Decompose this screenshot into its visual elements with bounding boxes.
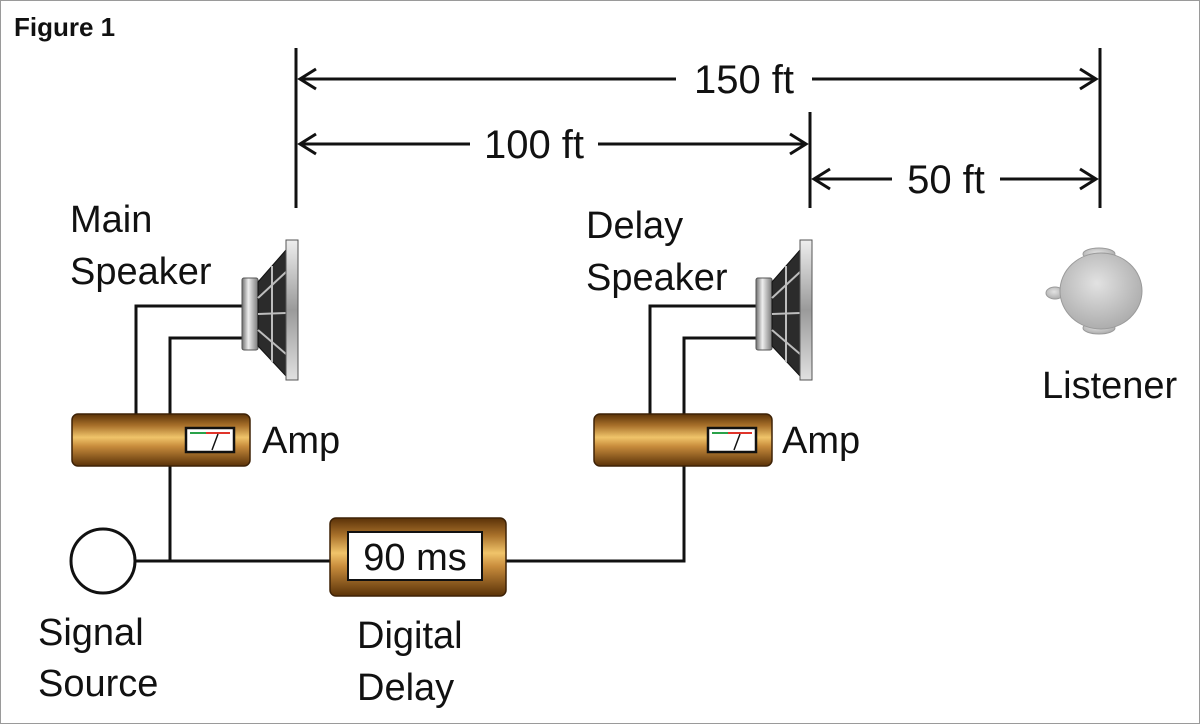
digital-delay-display-value: 90 ms [363,537,466,579]
main-speaker [241,239,299,381]
dimension-label-50ft: 50 ft [907,158,985,202]
delay-amp-meter-needle [733,433,741,451]
main-speaker-magnet [241,277,259,351]
signal-source-icon [69,527,137,595]
dimension-100ft: 100 ft [297,123,809,167]
main-speaker-label-line1: Main [70,199,152,241]
digital-delay-label-line2: Delay [357,667,454,709]
delay-speaker-label-line2: Speaker [586,257,728,299]
main-speaker-rim [285,239,299,381]
delay-amp-label: Amp [782,420,860,462]
dimension-label-100ft: 100 ft [484,123,584,167]
dimension-label-150ft: 150 ft [694,58,794,102]
main-amp [71,413,251,467]
digital-delay-label-line1: Digital [357,615,463,657]
delay-speaker-rim [799,239,813,381]
main-amp-meter [184,426,236,454]
dimension-50ft: 50 ft [811,158,1099,202]
delay-speaker-label-line1: Delay [586,205,683,247]
listener-label: Listener [1042,365,1178,407]
signal-wiring [134,304,756,563]
main-amp-label: Amp [262,420,340,462]
delay-amp [593,413,773,467]
figure-title: Figure 1 [14,12,115,42]
main-amp-meter-needle [211,433,219,451]
delay-speaker [755,239,813,381]
dimension-150ft: 150 ft [297,58,1099,102]
digital-delay-unit: 90 ms [329,517,507,597]
listener-head-icon [1045,247,1143,335]
delay-speaker-magnet [755,277,773,351]
delay-amp-meter [706,426,758,454]
digital-delay-display [347,531,483,581]
signal-source-label-line2: Source [38,663,158,705]
main-speaker-label-line2: Speaker [70,251,212,293]
signal-source-label-line1: Signal [38,612,144,654]
dimension-extension-lines [294,48,1102,208]
